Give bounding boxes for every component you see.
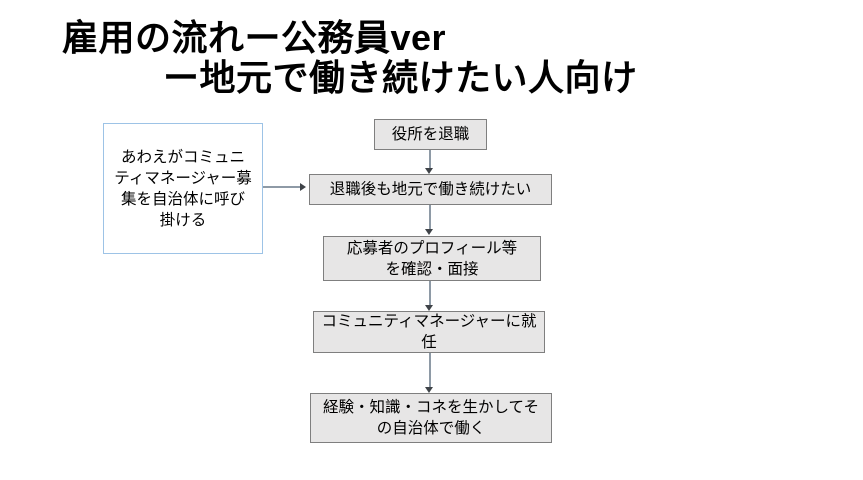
side-note-box: あわえがコミュニ ティマネージャー募 集を自治体に呼び 掛ける: [103, 123, 263, 254]
flow-step-box-community-manager: コミュニティマネージャーに就 任: [313, 311, 545, 353]
arrowhead-down-icon-3: [425, 305, 433, 311]
title-line-1: 雇用の流れー公務員ver: [62, 17, 447, 58]
connector-line-3: [429, 281, 431, 306]
page-title: 雇用の流れー公務員ver ー地元で働き続けたい人向け: [62, 18, 638, 98]
flow-step-box-continue-local: 退職後も地元で働き続けたい: [309, 174, 552, 205]
connector-line-note: [263, 186, 301, 188]
title-line-2: ー地元で働き続けたい人向け: [163, 57, 638, 98]
flow-step-box-retire: 役所を退職: [374, 119, 487, 150]
flow-step-box-work-municipality: 経験・知識・コネを生かしてそ の自治体で働く: [310, 393, 552, 443]
connector-line-1: [429, 150, 431, 169]
connector-line-2: [429, 205, 431, 230]
arrowhead-down-icon-2: [425, 229, 433, 235]
flow-step-box-profile-interview: 応募者のプロフィール等 を確認・面接: [323, 236, 541, 281]
arrowhead-down-icon-1: [425, 168, 433, 174]
arrowhead-right-icon: [300, 182, 306, 191]
connector-line-4: [429, 353, 431, 388]
arrowhead-down-icon-4: [425, 387, 433, 393]
